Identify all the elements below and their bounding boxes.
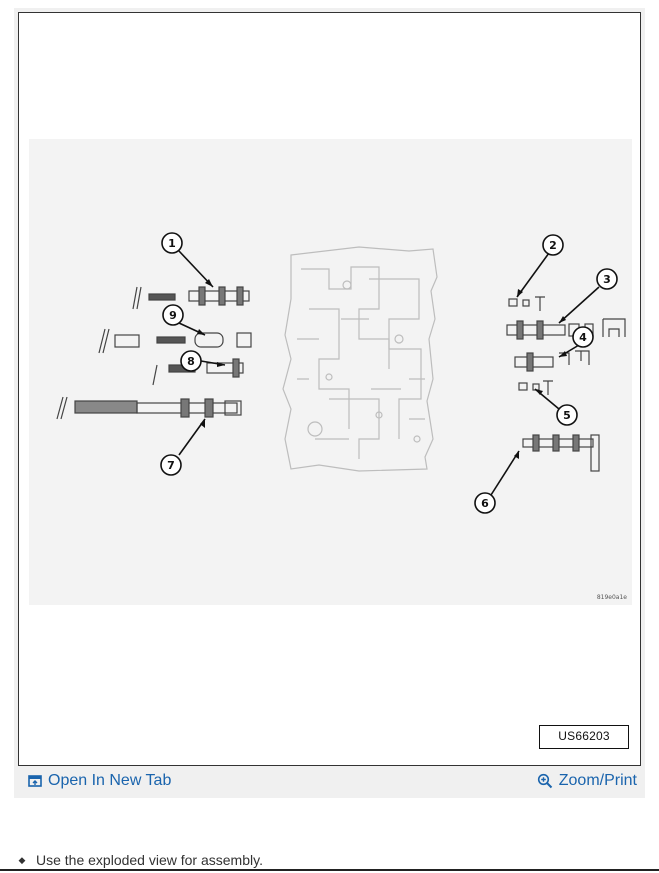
callout-arrowheads [197,279,567,459]
callout-2: 2 [549,239,557,252]
open-in-new-tab-label: Open In New Tab [48,772,172,789]
instruction-text: Use the exploded view for assembly. [36,852,263,868]
left-valve-parts [56,286,252,420]
bottom-divider [0,869,659,871]
callout-numbers: 1 9 8 7 2 3 4 5 6 [167,237,611,510]
callout-7: 7 [167,459,175,472]
open-in-new-tab-link[interactable]: Open In New Tab [28,772,171,790]
callout-8: 8 [187,355,195,368]
magnifier-plus-icon [537,773,553,789]
callout-3: 3 [603,273,611,286]
figure-toolbar: Open In New Tab Zoom/Print [18,766,641,796]
diamond-bullet-icon: ◆ [18,854,26,865]
figure-panel: 1 9 8 7 2 3 4 5 6 819e0a1e US66203 [14,8,645,798]
exploded-view-illustration: 1 9 8 7 2 3 4 5 6 819e0a1e [29,139,632,605]
figure-frame: 1 9 8 7 2 3 4 5 6 819e0a1e US66203 [18,12,641,766]
open-in-new-tab-icon [28,774,42,788]
callout-9: 9 [169,309,177,322]
callout-1: 1 [168,237,176,250]
right-valve-parts [506,296,626,472]
zoom-print-label: Zoom/Print [558,772,637,789]
callout-4: 4 [579,331,587,344]
valve-body [282,246,438,472]
exploded-view-drawing: 1 9 8 7 2 3 4 5 6 819e0a1e [56,232,627,601]
instruction-bullet: ◆ Use the exploded view for assembly. [18,850,648,870]
figure-code-label: US66203 [539,725,629,749]
callout-5: 5 [563,409,571,422]
art-reference-code: 819e0a1e [597,594,627,601]
callout-6: 6 [481,497,489,510]
zoom-print-link[interactable]: Zoom/Print [537,772,637,790]
callout-circles [160,232,618,514]
